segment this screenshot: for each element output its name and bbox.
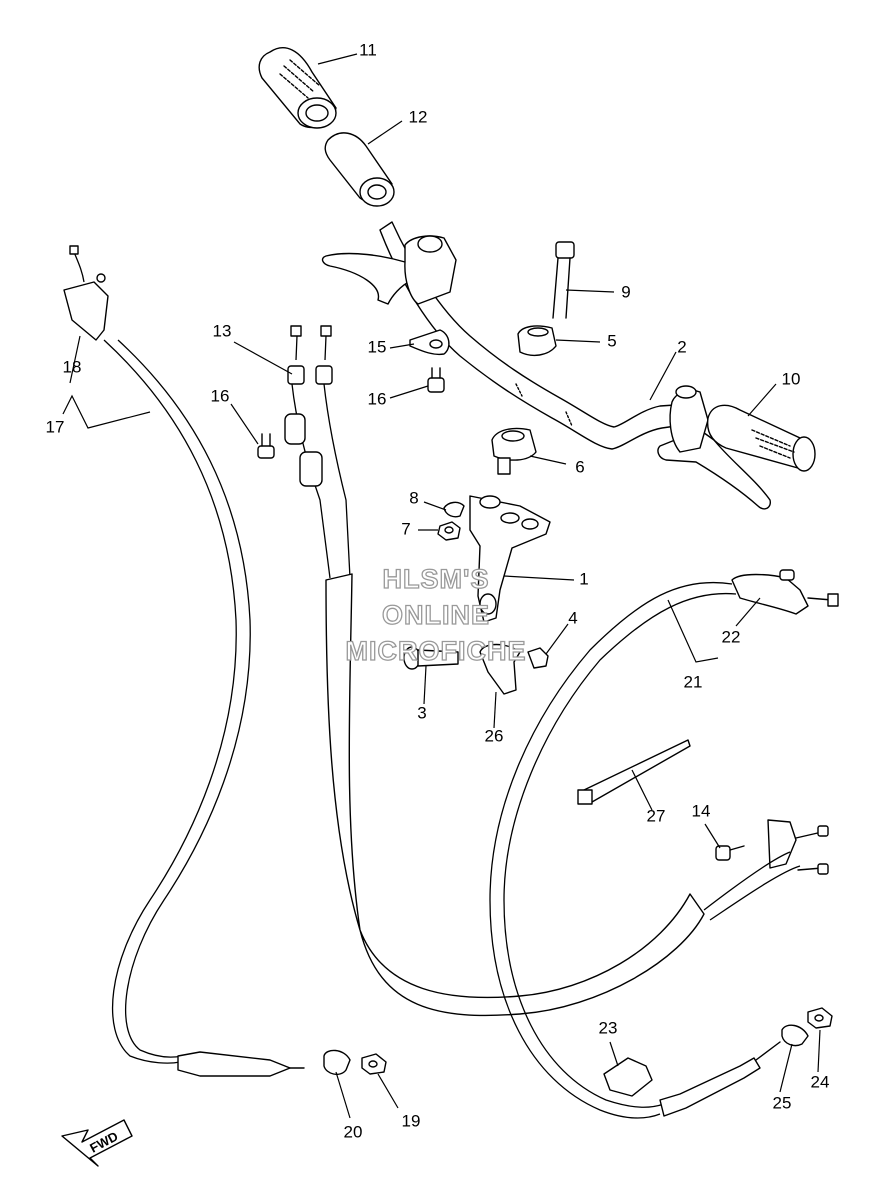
- callout-14: 14: [692, 801, 711, 820]
- callout-3: 3: [417, 703, 426, 722]
- callout-11: 11: [359, 40, 377, 59]
- callout-8: 8: [409, 488, 418, 507]
- clamp: [479, 643, 521, 695]
- callout-9: 9: [621, 282, 630, 301]
- callout-7: 7: [401, 519, 410, 538]
- watermark-line-2: ONLINE: [382, 600, 490, 630]
- holder-bolt: [552, 241, 575, 319]
- switch-assembly: [703, 819, 829, 921]
- cable-tie: [577, 739, 691, 805]
- callout-20: 20: [344, 1122, 363, 1141]
- cable-guide: [409, 329, 450, 356]
- brake-cable: [489, 569, 839, 1119]
- callout-17: 17: [46, 417, 65, 436]
- cable-holder: [603, 1057, 653, 1097]
- callout-19: 19: [402, 1111, 421, 1130]
- adjuster: [323, 1049, 351, 1076]
- callout-23: 23: [599, 1018, 618, 1037]
- callout-10: 10: [782, 369, 801, 388]
- flange-nut: [527, 647, 549, 669]
- brake-locknut: [807, 1007, 833, 1029]
- callout-22: 22: [722, 627, 741, 646]
- upper-handlebar-holder: [517, 325, 557, 357]
- callout-21: 21: [684, 672, 703, 691]
- locknut: [361, 1053, 387, 1075]
- callout-24: 24: [811, 1072, 830, 1091]
- callout-25: 25: [773, 1093, 792, 1112]
- right-lever-holder: [657, 385, 772, 510]
- washer: [443, 501, 465, 518]
- callout-2: 2: [677, 337, 686, 356]
- callout-16-left: 16: [211, 386, 230, 405]
- brake-adjuster: [781, 1024, 809, 1047]
- watermark: HLSM'S ONLINE MICROFICHE: [345, 563, 527, 666]
- lower-handlebar-holder: [491, 427, 537, 475]
- right-grip: [706, 404, 816, 472]
- callout-6: 6: [575, 457, 584, 476]
- leader-lines: [62, 53, 821, 1119]
- callout-13: 13: [213, 321, 232, 340]
- callout-1: 1: [579, 569, 588, 588]
- callouts: 1 2 3 4 5 6 7 8 9 10 11 12 13 14 15 16 1…: [46, 40, 830, 1141]
- watermark-line-3: MICROFICHE: [346, 636, 527, 666]
- callout-5: 5: [607, 331, 616, 350]
- callout-26: 26: [485, 726, 504, 745]
- fwd-label: FWD: [87, 1128, 120, 1155]
- screw-right: [427, 367, 445, 393]
- nut: [437, 521, 461, 541]
- callout-16-right: 16: [368, 389, 387, 408]
- callout-12: 12: [409, 107, 428, 126]
- left-lever-holder: [321, 235, 457, 305]
- callout-4: 4: [568, 608, 577, 627]
- fwd-arrow: FWD: [61, 1119, 133, 1167]
- callout-15: 15: [368, 337, 387, 356]
- throttle-sleeve: [324, 132, 395, 207]
- bolt: [403, 646, 459, 670]
- watermark-line-1: HLSM'S: [383, 564, 490, 594]
- left-grip: [258, 47, 337, 129]
- bracket: [469, 495, 551, 623]
- callout-27: 27: [647, 806, 666, 825]
- throttle-cable: [284, 325, 705, 1017]
- callout-18: 18: [63, 357, 82, 376]
- left-cable: [63, 245, 305, 1077]
- screw-left: [257, 433, 275, 459]
